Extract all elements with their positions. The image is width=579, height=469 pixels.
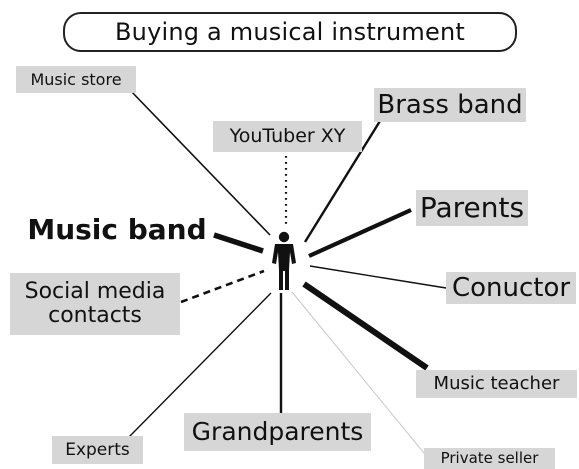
label-youtuber: YouTuber XY xyxy=(213,121,362,152)
label-music-store: Music store xyxy=(16,66,136,93)
person-icon xyxy=(272,231,296,290)
label-social-media: Social media contacts xyxy=(10,273,180,335)
line-parents xyxy=(308,208,412,258)
label-conductor: Conuctor xyxy=(446,272,576,304)
label-experts: Experts xyxy=(52,436,143,464)
line-music-teacher xyxy=(302,281,429,371)
diagram-title: Buying a musical instrument xyxy=(63,12,517,52)
label-grandparents: Grandparents xyxy=(184,413,371,451)
line-private-seller xyxy=(291,291,429,459)
line-music-store xyxy=(127,87,271,236)
label-music-band: Music band xyxy=(27,212,207,246)
line-social-media xyxy=(180,269,265,304)
line-conductor xyxy=(309,265,447,289)
line-brass-band xyxy=(303,120,382,243)
label-brass-band: Brass band xyxy=(374,88,526,122)
line-experts xyxy=(127,292,272,439)
label-music-teacher: Music teacher xyxy=(416,370,577,398)
label-parents: Parents xyxy=(416,190,528,226)
label-private-seller: Private seller xyxy=(424,448,555,469)
line-music-band xyxy=(213,232,264,254)
